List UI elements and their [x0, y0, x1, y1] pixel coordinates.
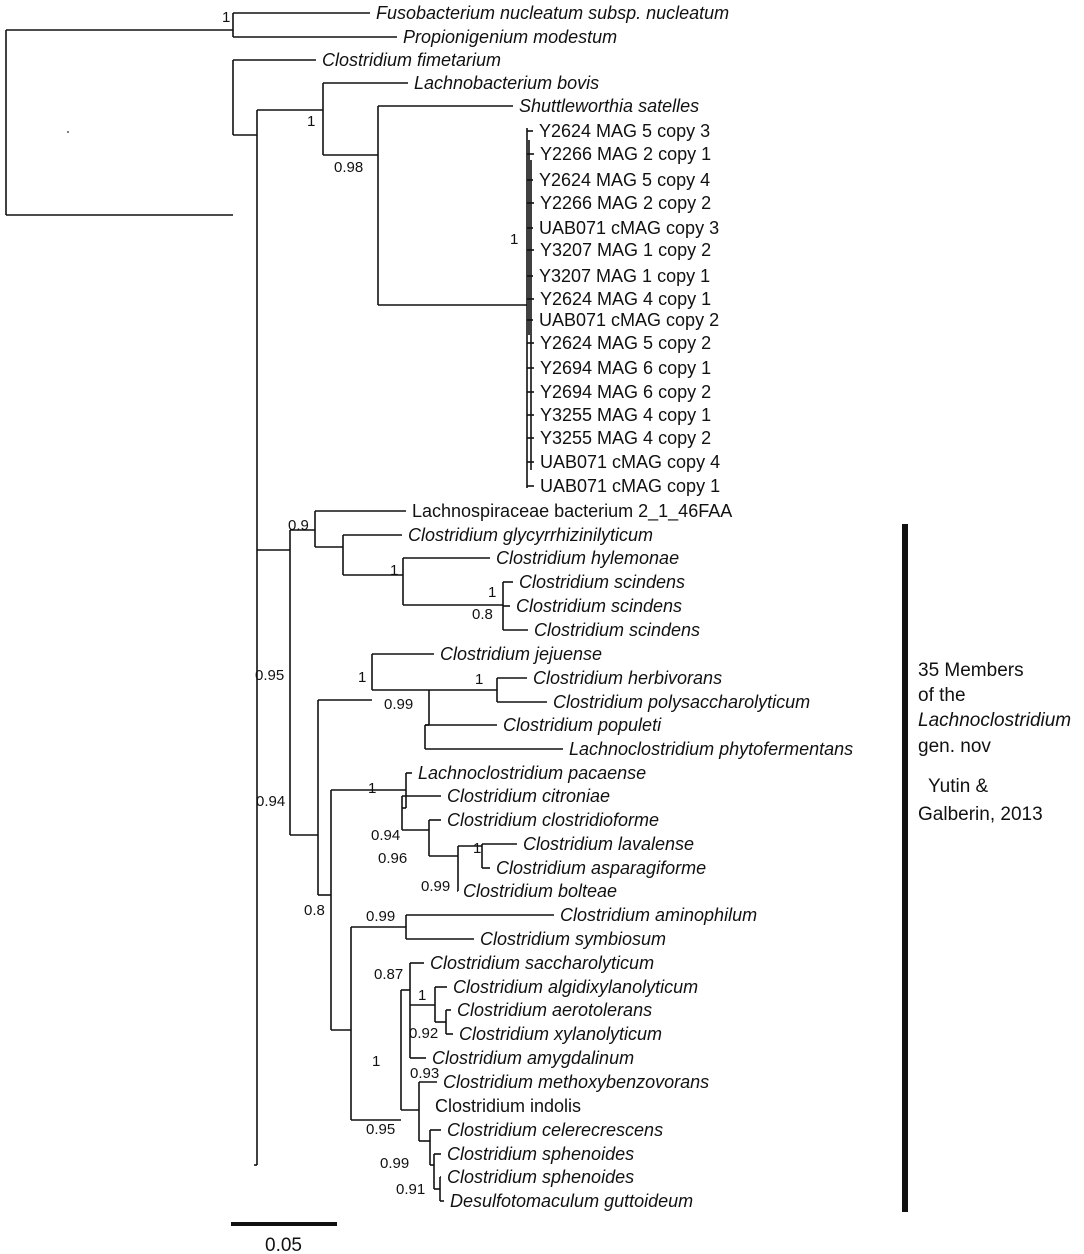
tip-label: Clostridium amygdalinum: [432, 1048, 634, 1068]
support-value: 0.93: [410, 1065, 439, 1082]
tip-label: Lachnoclostridium pacaense: [418, 763, 646, 783]
tip-label: Y3255 MAG 4 copy 2: [540, 428, 711, 448]
group-line-3: Lachnoclostridium: [918, 710, 1071, 731]
tip-label: Clostridium lavalense: [523, 834, 694, 854]
tip-label: Clostridium jejuense: [440, 644, 602, 664]
support-value: 0.95: [255, 667, 284, 684]
support-value: 0.8: [304, 902, 325, 919]
tip-label: Y2624 MAG 5 copy 4: [539, 170, 710, 190]
tip-label: Clostridium scindens: [519, 572, 685, 592]
tip-label: Clostridium scindens: [534, 620, 700, 640]
tip-label: Clostridium celerecrescens: [447, 1120, 663, 1140]
tip-label: Y2624 MAG 5 copy 2: [540, 333, 711, 353]
tip-label: Clostridium clostridioforme: [447, 810, 659, 830]
tip-label: Clostridium fimetarium: [322, 50, 501, 70]
support-value: 0.8: [472, 606, 493, 623]
tip-label: Clostridium saccharolyticum: [430, 953, 654, 973]
tip-label: Clostridium aerotolerans: [457, 1000, 652, 1020]
tip-label: UAB071 cMAG copy 2: [539, 310, 719, 330]
tip-label: Shuttleworthia satelles: [519, 96, 699, 116]
tip-label: Lachnospiraceae bacterium 2_1_46FAA: [412, 501, 732, 522]
support-value: 0.9: [288, 517, 309, 534]
tip-label: Clostridium symbiosum: [480, 929, 666, 949]
tip-labels: Fusobacterium nucleatum subsp. nucleatum…: [322, 3, 853, 1211]
stray-dot: [67, 131, 69, 133]
support-value: 0.99: [384, 696, 413, 713]
tip-label: Clostridium sphenoides: [447, 1144, 634, 1164]
support-value: 1: [390, 562, 398, 579]
support-value: 0.94: [256, 793, 285, 810]
tip-label: Clostridium aminophilum: [560, 905, 757, 925]
tip-label: Clostridium bolteae: [463, 881, 617, 901]
group-line-1: 35 Members: [918, 660, 1024, 681]
tip-label: Clostridium citroniae: [447, 786, 610, 806]
clade-bar: [902, 524, 908, 1212]
tree-branches: [5, 12, 563, 1202]
tip-label: Clostridium sphenoides: [447, 1167, 634, 1187]
tip-label: Propionigenium modestum: [403, 27, 617, 47]
tip-label: Clostridium algidixylanolyticum: [453, 977, 698, 997]
tip-label: UAB071 cMAG copy 4: [540, 452, 720, 472]
group-line-2: of the: [918, 685, 966, 706]
tip-label: Y2694 MAG 6 copy 2: [540, 382, 711, 402]
tip-label: Clostridium populeti: [503, 715, 662, 735]
support-value: 1: [488, 584, 496, 601]
support-value: 1: [368, 780, 376, 797]
support-value: 1: [222, 9, 230, 26]
tip-label: Clostridium herbivorans: [533, 668, 722, 688]
tip-label: Y2624 MAG 4 copy 1: [540, 289, 711, 309]
tip-label: Y3207 MAG 1 copy 2: [540, 240, 711, 260]
citation-line-1: Yutin &: [928, 776, 989, 797]
scale-bar: 0.05: [231, 1222, 337, 1254]
tip-label: UAB071 cMAG copy 3: [539, 218, 719, 238]
citation-line-2: Galberin, 2013: [918, 804, 1043, 825]
support-value: 0.98: [334, 159, 363, 176]
tip-label: Y2266 MAG 2 copy 1: [540, 144, 711, 164]
support-value: 0.87: [374, 966, 403, 983]
support-value: 1: [473, 840, 481, 857]
support-value: 1: [372, 1053, 380, 1070]
support-value: 0.96: [378, 850, 407, 867]
scale-bar-label: 0.05: [265, 1235, 302, 1254]
support-value: 0.99: [366, 908, 395, 925]
support-value: 0.99: [380, 1155, 409, 1172]
group-line-4: gen. nov: [918, 736, 991, 757]
tip-label: Lachnoclostridium phytofermentans: [569, 739, 853, 759]
tip-label: Y3207 MAG 1 copy 1: [539, 266, 710, 286]
tip-label: Clostridium indolis: [435, 1096, 581, 1116]
tip-label: Clostridium xylanolyticum: [459, 1024, 662, 1044]
support-value: 1: [307, 113, 315, 130]
tip-label: Clostridium hylemonae: [496, 548, 679, 568]
tip-label: Clostridium glycyrrhizinilyticum: [408, 525, 653, 545]
support-value: 0.99: [421, 878, 450, 895]
tip-label: Clostridium scindens: [516, 596, 682, 616]
support-value: 0.92: [409, 1025, 438, 1042]
support-value: 1: [510, 231, 518, 248]
tip-label: Desulfotomaculum guttoideum: [450, 1191, 693, 1211]
group-annotation: 35 Members of the Lachnoclostridium gen.…: [902, 524, 1071, 1212]
tip-label: Clostridium methoxybenzovorans: [443, 1072, 709, 1092]
support-value: 0.94: [371, 827, 400, 844]
tip-label: Clostridium asparagiforme: [496, 858, 706, 878]
tip-label: UAB071 cMAG copy 1: [540, 476, 720, 496]
support-value: 1: [475, 671, 483, 688]
tip-label: Y3255 MAG 4 copy 1: [540, 405, 711, 425]
support-value: 0.91: [396, 1181, 425, 1198]
tip-label: Clostridium polysaccharolyticum: [553, 692, 810, 712]
tip-label: Fusobacterium nucleatum subsp. nucleatum: [376, 3, 729, 23]
tip-label: Y2694 MAG 6 copy 1: [540, 358, 711, 378]
tip-label: Y2624 MAG 5 copy 3: [539, 121, 710, 141]
tip-label: Lachnobacterium bovis: [414, 73, 599, 93]
support-value: 1: [418, 987, 426, 1004]
support-value: 0.95: [366, 1121, 395, 1138]
support-value: 1: [358, 669, 366, 686]
tip-label: Y2266 MAG 2 copy 2: [540, 193, 711, 213]
